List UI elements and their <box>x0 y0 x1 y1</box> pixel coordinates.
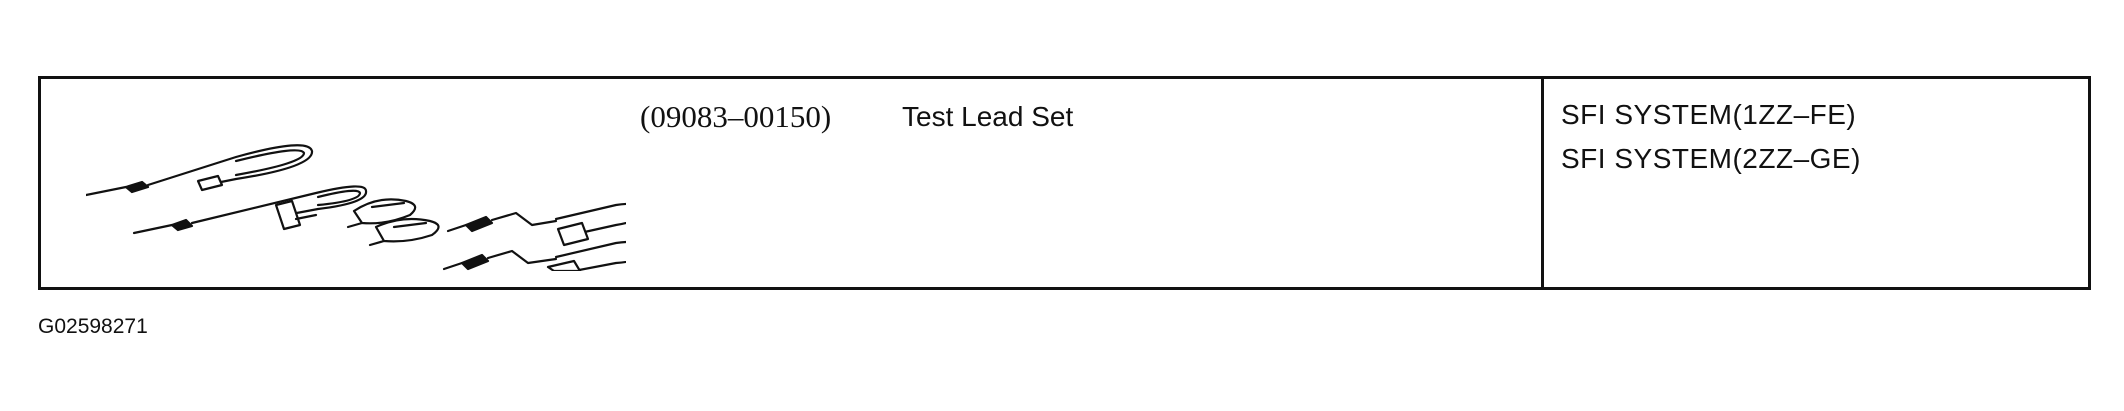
tool-name: Test Lead Set <box>902 101 1074 132</box>
test-lead-set-icon <box>86 144 626 271</box>
special-tool-table: (09083–00150) Test Lead Set SFI SYSTEM(1… <box>38 76 2091 290</box>
part-number: (09083–00150) <box>640 99 832 134</box>
applicable-system-item: SFI SYSTEM(1ZZ–FE) <box>1561 99 1857 130</box>
applicable-systems-list: SFI SYSTEM(1ZZ–FE) SFI SYSTEM(2ZZ–GE) <box>1561 93 1861 181</box>
column-divider <box>1541 79 1544 287</box>
applicable-system-item: SFI SYSTEM(2ZZ–GE) <box>1561 143 1861 174</box>
figure-code: G02598271 <box>38 315 148 338</box>
